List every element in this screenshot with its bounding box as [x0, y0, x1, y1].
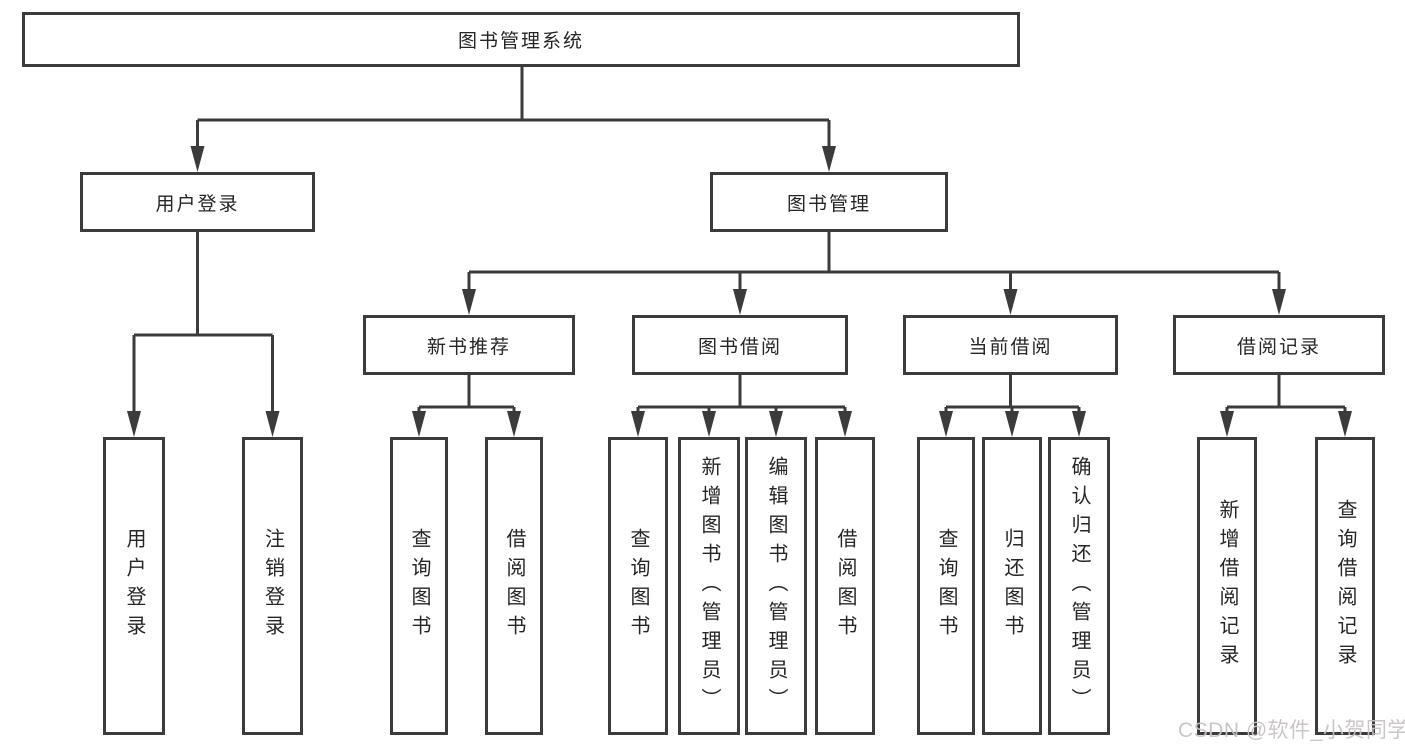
- connector-borrowing-records-to-leaves: [1220, 375, 1352, 437]
- leaf-bb-query-books-label: 查询图书: [627, 528, 649, 644]
- node-book-management: 图书管理: [710, 172, 948, 232]
- leaf-br-add-record-label: 新增借阅记录: [1216, 499, 1238, 673]
- node-user-login: 用户登录: [80, 172, 315, 232]
- leaf-cb-confirm-return-admin: 确认归还（管理员）: [1048, 437, 1110, 735]
- leaf-bb-add-books-admin: 新增图书（管理员）: [678, 437, 740, 735]
- node-new-book-recommend-label: 新书推荐: [426, 336, 511, 358]
- node-user-login-label: 用户登录: [155, 193, 240, 215]
- node-borrowing-records-label: 借阅记录: [1236, 336, 1321, 358]
- leaf-user-login-label: 用户登录: [123, 528, 145, 644]
- leaf-logout-label: 注销登录: [261, 528, 284, 644]
- leaf-bb-add-books-admin-label: 新增图书（管理员）: [698, 455, 720, 717]
- leaf-br-add-record: 新增借阅记录: [1197, 437, 1257, 735]
- leaf-nbr-borrow-books: 借阅图书: [485, 437, 543, 735]
- connector-new-book-recommend-to-leaves: [412, 375, 521, 437]
- node-new-book-recommend: 新书推荐: [363, 315, 575, 375]
- leaf-bb-query-books: 查询图书: [608, 437, 668, 735]
- leaf-nbr-query-books: 查询图书: [390, 437, 448, 735]
- connector-book-management-to-level3: [462, 232, 1286, 315]
- node-root-label: 图书管理系统: [457, 31, 584, 52]
- leaf-cb-return-books: 归还图书: [982, 437, 1042, 735]
- leaf-logout: 注销登录: [242, 437, 303, 735]
- connector-book-borrowing-to-leaves: [631, 375, 852, 437]
- node-book-borrowing-label: 图书借阅: [697, 336, 782, 358]
- connector-user-login-to-leaves: [127, 232, 280, 437]
- node-book-borrowing: 图书借阅: [632, 315, 848, 375]
- node-book-management-label: 图书管理: [786, 193, 871, 215]
- leaf-cb-return-books-label: 归还图书: [1001, 528, 1023, 644]
- connector-root-to-level2: [190, 67, 836, 172]
- leaf-user-login: 用户登录: [103, 437, 165, 735]
- leaf-br-query-record: 查询借阅记录: [1315, 437, 1375, 735]
- csdn-watermark: CSDN @软件_小贺同学: [1178, 719, 1405, 742]
- connector-current-borrowing-to-leaves: [939, 375, 1086, 437]
- leaf-bb-edit-books-admin-label: 编辑图书（管理员）: [765, 455, 787, 717]
- leaf-nbr-borrow-books-label: 借阅图书: [503, 528, 525, 644]
- leaf-cb-query-books: 查询图书: [917, 437, 975, 735]
- node-root: 图书管理系统: [22, 12, 1020, 67]
- leaf-br-query-record-label: 查询借阅记录: [1334, 499, 1356, 673]
- node-borrowing-records: 借阅记录: [1173, 315, 1385, 375]
- leaf-cb-confirm-return-admin-label: 确认归还（管理员）: [1068, 455, 1090, 717]
- leaf-nbr-query-books-label: 查询图书: [408, 528, 430, 644]
- node-current-borrowing: 当前借阅: [903, 315, 1118, 375]
- node-current-borrowing-label: 当前借阅: [968, 336, 1053, 358]
- leaf-cb-query-books-label: 查询图书: [935, 528, 957, 644]
- leaf-bb-borrow-books: 借阅图书: [815, 437, 875, 735]
- leaf-bb-borrow-books-label: 借阅图书: [834, 528, 856, 644]
- leaf-bb-edit-books-admin: 编辑图书（管理员）: [745, 437, 807, 735]
